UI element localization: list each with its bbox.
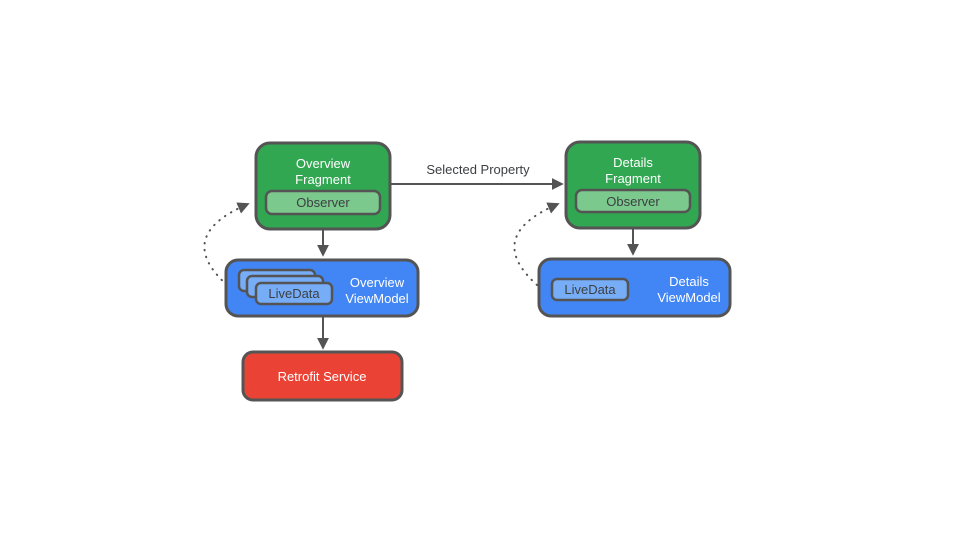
details-livedata-label: LiveData — [564, 282, 616, 297]
details-viewmodel-node: LiveData Details ViewModel — [537, 257, 732, 318]
retrofit-service-node: Retrofit Service — [241, 350, 404, 402]
details-livedata-box — [550, 277, 630, 302]
selected-property-label: Selected Property — [426, 162, 530, 177]
retrofit-service-label: Retrofit Service — [278, 369, 367, 384]
overview-viewmodel-node: LiveData Overview ViewModel — [224, 258, 420, 318]
retrofit-service-box — [241, 350, 404, 402]
details-viewmodel-box — [537, 257, 732, 318]
details-viewmodel-label-line1: Details — [669, 274, 709, 289]
edge-dotted-overview-livedata-to-observer — [203, 202, 250, 286]
details-observer-label: Observer — [606, 194, 660, 209]
details-viewmodel-label-line2: ViewModel — [657, 290, 720, 305]
details-observer-box — [574, 188, 692, 214]
overview-fragment-label-line2: Fragment — [295, 172, 351, 187]
overview-viewmodel-label-line2: ViewModel — [345, 291, 408, 306]
details-fragment-label-line1: Details — [613, 155, 653, 170]
overview-livedata-box — [254, 281, 334, 306]
details-fragment-label-line2: Fragment — [605, 171, 661, 186]
overview-fragment-node: Overview Fragment Observer — [254, 141, 392, 231]
overview-viewmodel-label-line1: Overview — [350, 275, 405, 290]
edges: Selected Property — [203, 162, 639, 350]
overview-fragment-label-line1: Overview — [296, 156, 351, 171]
overview-observer-box — [264, 189, 382, 216]
overview-observer-label: Observer — [296, 195, 350, 210]
overview-livedata-label: LiveData — [268, 286, 320, 301]
details-fragment-node: Details Fragment Observer — [564, 140, 702, 230]
edge-dotted-details-livedata-to-observer — [513, 202, 560, 286]
